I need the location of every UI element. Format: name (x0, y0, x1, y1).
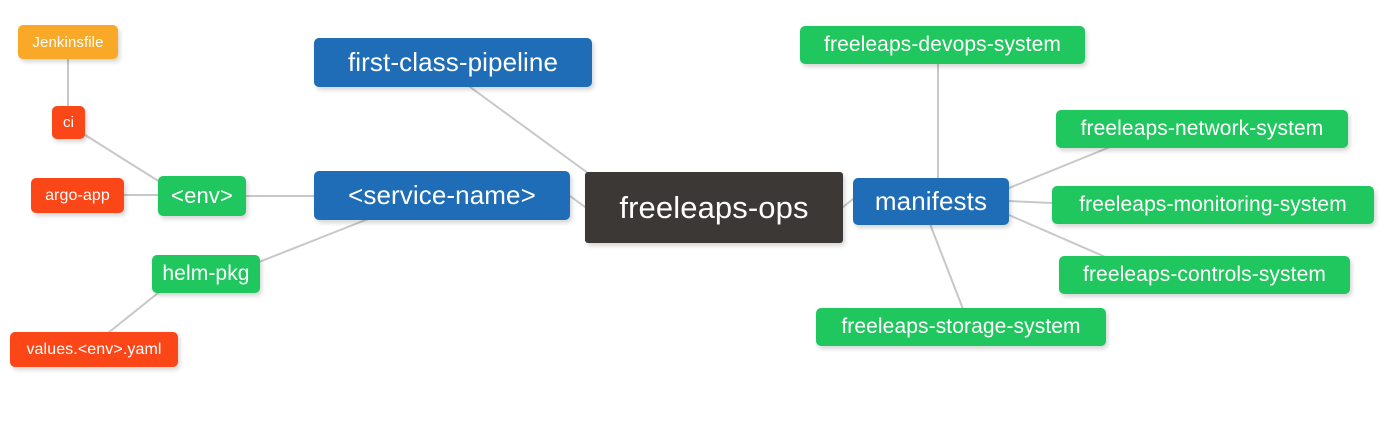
node-label: first-class-pipeline (347, 47, 559, 77)
node-argo-app[interactable]: argo-app (31, 178, 124, 213)
node-label: manifests (874, 186, 988, 216)
node-freeleaps-storage-system[interactable]: freeleaps-storage-system (816, 308, 1106, 346)
node-env[interactable]: <env> (158, 176, 246, 216)
node-label: freeleaps-devops-system (824, 33, 1061, 56)
node-freeleaps-monitoring-system[interactable]: freeleaps-monitoring-system (1052, 186, 1374, 224)
edge-service-name-helm-pkg (253, 218, 369, 265)
node-label: helm-pkg (162, 262, 250, 285)
node-manifests[interactable]: manifests (853, 178, 1009, 225)
edge-root-first-class-pipeline (469, 86, 593, 177)
edge-manifests-storage-system (929, 223, 964, 310)
node-label: Jenkinsfile (32, 33, 104, 51)
node-first-class-pipeline[interactable]: first-class-pipeline (314, 38, 592, 87)
node-label: freeleaps-network-system (1080, 117, 1324, 140)
node-label: freeleaps-storage-system (841, 315, 1081, 338)
node-label: freeleaps-ops (619, 189, 809, 225)
edge-helm-pkg-values-yaml (107, 292, 159, 334)
edge-env-ci (81, 132, 161, 183)
node-label: argo-app (45, 186, 110, 204)
edge-manifests-network-system (1008, 146, 1111, 189)
node-label: <env> (171, 183, 233, 208)
edge-manifests-monitoring-system (1008, 200, 1053, 204)
node-helm-pkg[interactable]: helm-pkg (152, 255, 260, 293)
node-label: values.<env>.yaml (26, 340, 162, 358)
node-ci[interactable]: ci (52, 106, 85, 139)
node-values-env-yaml[interactable]: values.<env>.yaml (10, 332, 178, 367)
edge-root-service-name (569, 195, 586, 208)
edge-root-manifests (842, 198, 854, 208)
node-jenkinsfile[interactable]: Jenkinsfile (18, 25, 118, 59)
node-freeleaps-ops[interactable]: freeleaps-ops (585, 172, 843, 243)
node-label: freeleaps-controls-system (1083, 263, 1326, 286)
node-label: ci (62, 114, 75, 131)
node-service-name[interactable]: <service-name> (314, 171, 570, 220)
node-label: freeleaps-monitoring-system (1079, 193, 1347, 216)
node-freeleaps-controls-system[interactable]: freeleaps-controls-system (1059, 256, 1350, 294)
node-freeleaps-network-system[interactable]: freeleaps-network-system (1056, 110, 1348, 148)
node-freeleaps-devops-system[interactable]: freeleaps-devops-system (800, 26, 1085, 64)
node-label: <service-name> (348, 180, 536, 210)
